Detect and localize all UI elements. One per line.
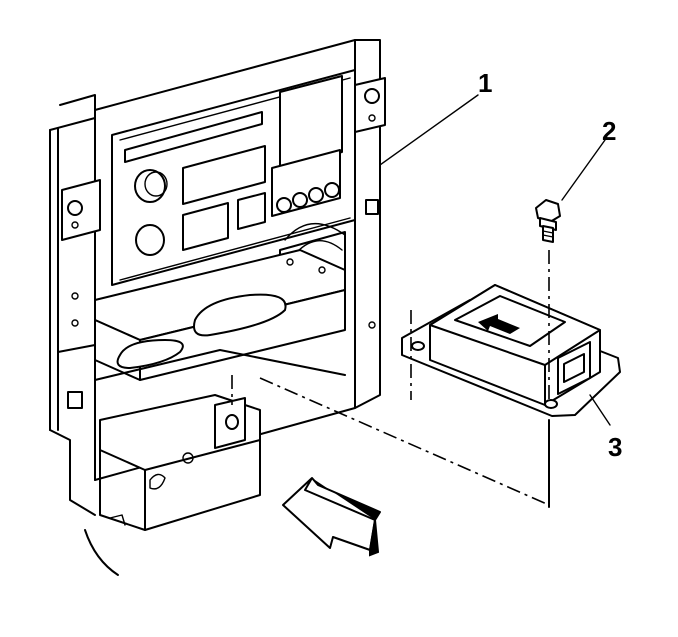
bolt-head-icon [67,200,83,216]
left-mounting-pillar [49,94,96,516]
module-arrow-icon [478,314,520,334]
volume-knob-icon [134,169,166,203]
mounting-tray [84,249,346,576]
bolt-icon [535,199,561,223]
alignment-lines [259,94,611,508]
mounting-hole-icon [225,414,239,430]
cd-slot-icon [124,111,263,163]
install-direction-arrow-icon [282,477,381,557]
sensing-module [401,284,621,417]
tuning-knob-icon [135,224,165,256]
preset-button-icon [276,197,292,213]
callout-1-label: 1 [478,68,492,98]
callout-3-label: 3 [608,432,622,462]
callout-2-label: 2 [602,116,616,146]
display-window [279,75,343,169]
mounting-bolt [535,199,561,243]
